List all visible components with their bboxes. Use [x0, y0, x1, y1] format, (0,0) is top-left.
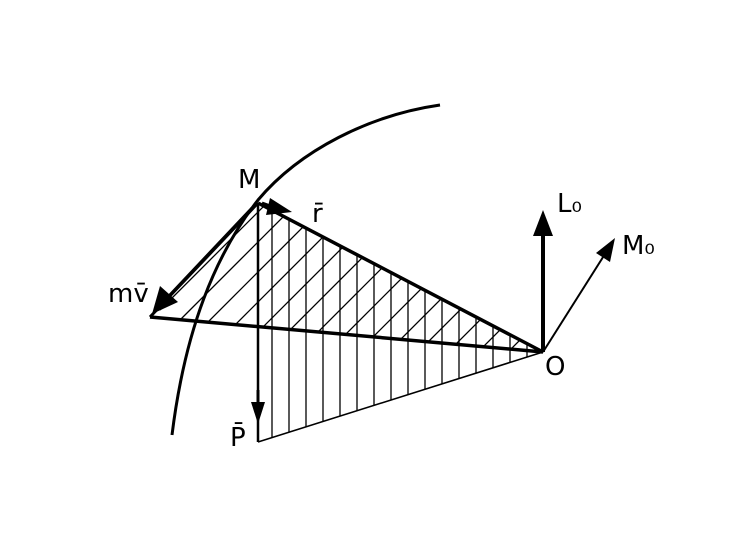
- force-to-origin-line: [257, 351, 544, 443]
- radius-vector-line: [257, 201, 544, 354]
- momentum-label: mv̄: [108, 279, 149, 309]
- force-arrow: [251, 390, 265, 424]
- momentum-arrow: [152, 206, 254, 314]
- radius-vector-label: r̄: [312, 199, 323, 229]
- radius-arrow: [261, 198, 292, 215]
- angular-momentum-arrow: [533, 210, 553, 352]
- trajectory-curve: [170, 103, 441, 436]
- momentum-to-origin-line: [149, 315, 544, 354]
- angular-momentum-label: L₀: [557, 189, 582, 219]
- point-m-label: M: [238, 165, 260, 195]
- origin-label: O: [545, 352, 565, 382]
- moment-arrow: [542, 238, 615, 353]
- upper-hatch: [150, 203, 543, 352]
- moment-label: M₀: [622, 231, 655, 261]
- force-label: P̄: [230, 421, 246, 453]
